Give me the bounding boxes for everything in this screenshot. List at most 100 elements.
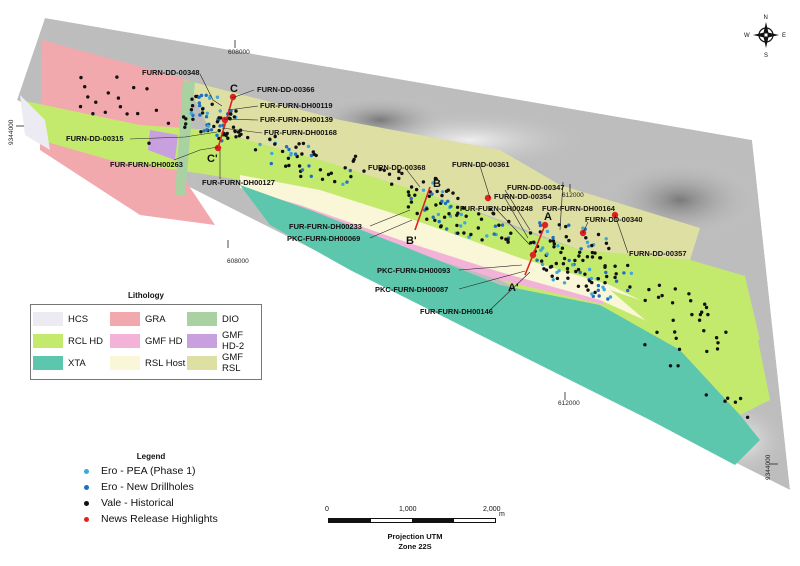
drillhole-dot bbox=[226, 136, 230, 140]
drillhole-dot bbox=[166, 121, 171, 126]
drillhole-dot bbox=[593, 290, 597, 295]
drillhole-dot bbox=[446, 199, 450, 203]
drillhole-dot bbox=[488, 207, 492, 211]
drillhole-dot bbox=[567, 258, 571, 263]
drillhole-dot bbox=[538, 221, 542, 225]
drillhole-dot bbox=[577, 254, 581, 258]
drillhole-dot bbox=[535, 258, 539, 262]
drillhole-dot bbox=[409, 185, 414, 189]
label-furn-dd-00368: FURN-DD-00368 bbox=[368, 163, 426, 172]
legend-label: Ero - New Drillholes bbox=[101, 481, 194, 493]
drillhole-dot bbox=[286, 156, 291, 160]
drillhole-dot bbox=[218, 124, 222, 128]
drillhole-dot bbox=[353, 154, 358, 158]
xta-unit bbox=[240, 185, 760, 465]
drillhole-dot bbox=[704, 393, 708, 397]
northing-label-left: 9344000 bbox=[8, 119, 15, 145]
compass-e: E bbox=[782, 33, 786, 39]
drillhole-dot bbox=[554, 261, 558, 266]
legend-item: Ero - New Drillholes bbox=[84, 479, 232, 495]
drillhole-dot bbox=[284, 145, 289, 149]
lithology-polygons bbox=[20, 40, 770, 465]
highlight-dot bbox=[541, 221, 549, 229]
drillhole-dot bbox=[116, 96, 121, 100]
drillhole-dot bbox=[614, 279, 619, 283]
lithology-item: GMF HD bbox=[110, 330, 187, 352]
drillhole-dot bbox=[564, 224, 568, 229]
lithology-swatch bbox=[110, 334, 140, 348]
drillhole-dot bbox=[581, 226, 585, 230]
lithology-code: RSL Host bbox=[145, 357, 186, 369]
drillhole-dot bbox=[540, 262, 545, 267]
drillhole-dot bbox=[655, 330, 659, 334]
drillhole-dot bbox=[215, 95, 220, 99]
drillhole-dot bbox=[431, 215, 435, 219]
easting-label-right: 612000 bbox=[562, 192, 584, 199]
drillhole-dot bbox=[724, 330, 728, 334]
drillhole-dot bbox=[349, 174, 353, 179]
drillhole-labels: FURN-DD-00348 FURN-DD-00366 FUR-FURN-DH0… bbox=[66, 68, 687, 316]
drillhole-dot bbox=[409, 196, 413, 201]
drillhole-dot bbox=[673, 330, 677, 334]
scale-unit: m bbox=[499, 511, 505, 518]
legend-item: Vale - Historical bbox=[84, 495, 232, 511]
drillhole-dot bbox=[234, 135, 238, 139]
lithology-swatch bbox=[187, 312, 217, 326]
drillhole-dot bbox=[507, 219, 511, 224]
section-line-a bbox=[524, 224, 546, 276]
drillhole-dot bbox=[183, 125, 187, 129]
drillhole-dot bbox=[439, 224, 443, 228]
drillhole-dot bbox=[567, 238, 571, 243]
lithology-item: XTA bbox=[33, 352, 110, 374]
drillhole-dot bbox=[583, 272, 587, 276]
legend-dot-icon bbox=[84, 468, 89, 474]
drillhole-dot bbox=[445, 227, 449, 231]
drillhole-dot bbox=[326, 172, 331, 177]
drillhole-dot bbox=[437, 219, 441, 224]
drillhole-dot bbox=[613, 275, 617, 280]
label-fur-furn-dh00263: FUR-FURN-DH00263 bbox=[110, 160, 183, 169]
drillhole-dot bbox=[613, 264, 617, 268]
lithology-item: GMF HD-2 bbox=[187, 330, 261, 352]
drillhole-dot bbox=[723, 399, 727, 403]
drillhole-dot bbox=[716, 341, 720, 345]
drillhole-dot bbox=[677, 347, 682, 351]
drillhole-dot bbox=[205, 111, 209, 116]
lithology-item: HCS bbox=[33, 308, 110, 330]
drillhole-dot bbox=[229, 109, 233, 113]
drillhole-dot bbox=[626, 263, 630, 268]
lithology-code: DIO bbox=[222, 313, 239, 325]
drillhole-dot bbox=[181, 115, 186, 119]
drillhole-dot bbox=[551, 235, 555, 240]
drillhole-dot bbox=[414, 187, 419, 192]
drillhole-dot bbox=[309, 174, 313, 178]
drillhole-dot bbox=[589, 276, 594, 281]
drillhole-dot bbox=[231, 125, 236, 129]
drillhole-dot bbox=[590, 292, 594, 296]
drillhole-dot bbox=[435, 189, 439, 194]
drillhole-dot bbox=[671, 318, 675, 322]
drillhole-dot bbox=[273, 134, 277, 139]
drillhole-dot bbox=[293, 152, 298, 156]
label-fur-furn-dh00139: FUR-FURN-DH00139 bbox=[260, 115, 333, 124]
drillhole-dot bbox=[562, 281, 567, 285]
lithology-code: GRA bbox=[145, 313, 166, 325]
drillhole-dot bbox=[246, 135, 250, 140]
drillhole-dot bbox=[434, 177, 438, 181]
drillhole-dot bbox=[566, 276, 570, 280]
drillhole-dot bbox=[299, 174, 303, 179]
drillhole-dot bbox=[697, 318, 702, 322]
drillhole-dot bbox=[562, 256, 567, 261]
section-label-b: B bbox=[433, 178, 441, 190]
drillhole-dot bbox=[406, 205, 411, 209]
label-leader-lines bbox=[129, 73, 629, 311]
drillhole-dot bbox=[570, 263, 575, 267]
drillhole-dot bbox=[670, 301, 675, 305]
drillhole-dot bbox=[704, 305, 709, 310]
drillhole-dot bbox=[657, 283, 662, 287]
section-label-a-prime: A' bbox=[508, 282, 519, 294]
drillhole-dot bbox=[643, 298, 647, 303]
drillhole-dot bbox=[573, 258, 577, 263]
